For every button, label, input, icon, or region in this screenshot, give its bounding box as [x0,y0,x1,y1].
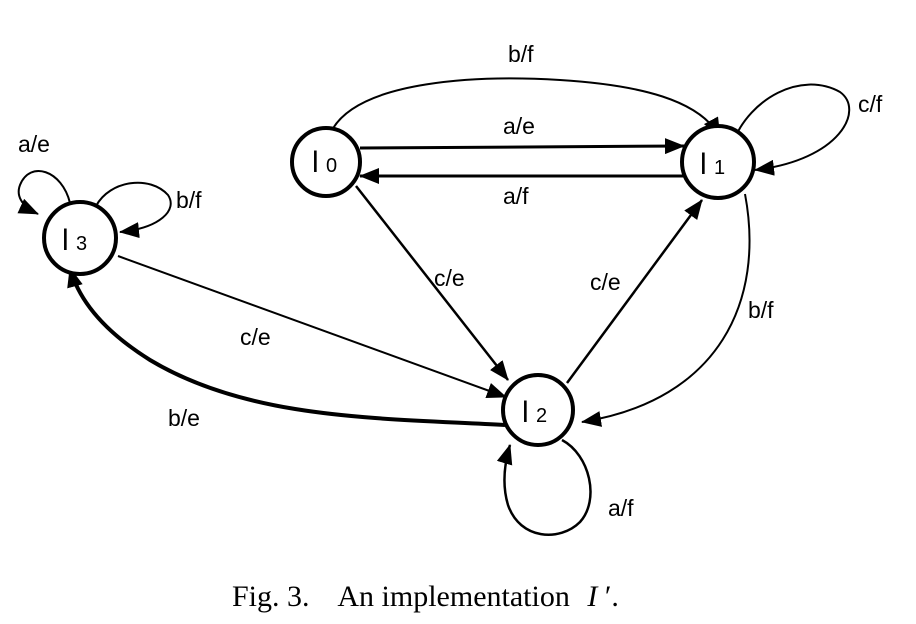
edge-l3-l2-ce [117,255,507,399]
caption-fig: Fig. 3. [232,580,310,613]
edge-l3-self-ae [17,170,71,215]
label-l1-l0-af: a/f [503,183,529,209]
label-l3-l2-ce: c/e [240,324,271,350]
label-l3-self-ae: a/e [18,131,50,157]
edge-l0-l1-ae [359,138,685,155]
node-l0-label: l [312,146,319,179]
label-l3-self-bf: b/f [176,187,202,213]
label-l0-l2-ce: c/e [434,265,465,291]
edge-l3-self-bf [95,181,172,239]
edge-l2-l3-be [67,267,506,427]
label-l2-l3-be: b/e [168,405,200,431]
caption-text: An implementation [337,580,569,613]
edge-l0-l2-ce [355,185,509,381]
node-l3-sub: 3 [76,233,87,255]
edge-l2-l1-ce [565,199,704,384]
label-l1-self-cf: c/f [858,91,883,117]
node-l1-sub: 1 [714,157,725,179]
node-l3: l 3 [42,200,118,276]
caption-symbol: I [586,580,599,613]
label-l1-l2-bf: b/f [748,297,774,323]
caption-prime: ′. [605,580,619,613]
node-l0-sub: 0 [326,155,337,177]
edge-l1-l2-bf [581,193,751,427]
node-l3-label: l [62,224,69,257]
node-l2-sub: 2 [536,405,547,427]
node-l2: l 2 [501,373,575,447]
node-l1: l 1 [680,124,756,200]
label-l2-self-af: a/f [608,495,634,521]
label-l0-l1-ae: a/e [503,113,535,139]
label-l2-l1-ce: c/e [590,269,621,295]
node-l1-label: l [700,148,707,181]
label-l0-l1-bf: b/f [508,41,534,67]
edge-l2-self-af [496,438,592,536]
edge-l0-l1-bf [331,77,721,138]
node-l2-label: l [522,396,529,429]
node-l0: l 0 [290,126,362,198]
figure-caption: Fig. 3. An implementation I ′. [232,580,619,613]
edge-l1-self-cf [733,83,851,176]
